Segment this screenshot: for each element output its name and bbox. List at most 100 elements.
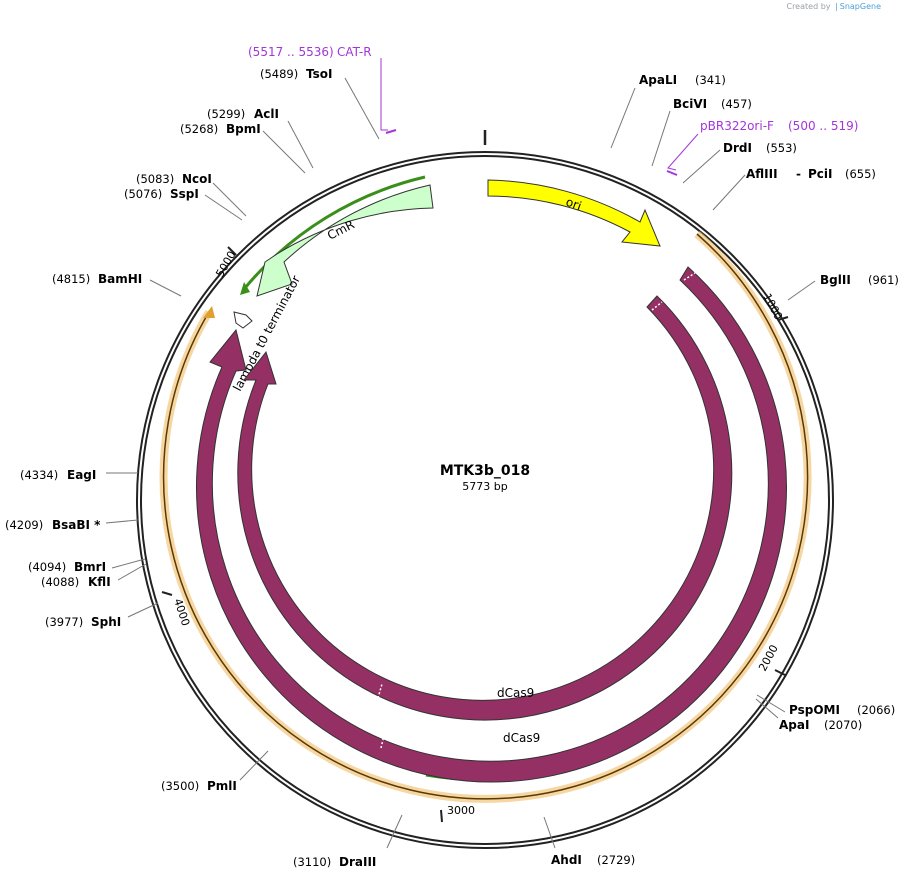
credit-brand: SnapGene [839, 2, 881, 11]
promoter-arrow-top [243, 175, 426, 289]
enzyme-afliii-pos: (655) [845, 167, 876, 181]
ori-feature [487, 179, 661, 247]
tick-1000-mark [777, 316, 789, 321]
snapgene-credit: Created by ❘SnapGene [786, 2, 881, 11]
terminator-feature [233, 311, 253, 329]
leader-apali [610, 87, 636, 149]
tick-3000-mark [440, 809, 443, 823]
primer-cat-r-mark [385, 129, 397, 134]
enzyme-pmli-pos: (3500) [161, 779, 199, 793]
enzyme-bmri-pos: (4094) [28, 560, 66, 574]
tick-2000-mark [774, 669, 786, 676]
dcas9-inner-label: dCas9 [497, 686, 534, 700]
enzyme-sspi-name: SspI [170, 187, 199, 201]
enzyme-ncoi-name: NcoI [182, 172, 212, 186]
primer-pbr322ori-f: pBR322ori-F (500 .. 519) [666, 119, 858, 176]
enzyme-tsoi-pos: (5489) [260, 67, 298, 81]
leader-bcivi [651, 110, 671, 167]
leader-bglii [787, 280, 816, 301]
orf-line [162, 233, 809, 800]
leader-acli [287, 120, 314, 169]
primer-pbr322ori-f-name: pBR322ori-F [700, 119, 774, 133]
leader-bpmi [262, 130, 306, 174]
enzyme-ahdi-name: AhdI [551, 853, 582, 867]
enzyme-kfli-name: KflI [88, 575, 111, 589]
tick-5000-mark [227, 246, 237, 256]
enzyme-ahdi-pos: (2729) [597, 853, 635, 867]
dcas9-outer-label: dCas9 [503, 731, 540, 745]
enzyme-dash: - [796, 167, 801, 181]
enzyme-kfli-pos: (4088) [41, 575, 79, 589]
enzyme-bsabi-name: BsaBI * [52, 518, 101, 532]
enzyme-draiii-name: DraIII [339, 855, 376, 869]
enzyme-acli-pos: (5299) [207, 107, 245, 121]
promoter-arrow-top-head [240, 282, 250, 295]
leader-drdi [682, 149, 721, 184]
enzyme-bamhi-name: BamHI [98, 272, 142, 286]
backbone-outer [136, 151, 834, 849]
enzyme-acli-name: AclI [254, 107, 279, 121]
primer-pbr322ori-f-range: (500 .. 519) [788, 119, 858, 133]
leader-bmri [111, 558, 146, 569]
enzyme-leaders [105, 77, 816, 849]
enzyme-sphi-pos: (3977) [45, 615, 83, 629]
tick-4000-mark [161, 591, 173, 596]
leader-kfli [117, 563, 147, 581]
enzyme-apai-name: ApaI [779, 718, 809, 732]
enzyme-bcivi-pos: (457) [721, 97, 752, 111]
primer-pbr322ori-f-leader [667, 133, 699, 171]
enzyme-bpmi-name: BpmI [226, 122, 261, 136]
enzyme-bpmi-pos: (5268) [180, 122, 218, 136]
snapgene-logo: ❘ [833, 2, 840, 11]
enzyme-bsabi-pos: (4209) [5, 518, 43, 532]
leader-sspi [204, 194, 243, 221]
enzyme-bamhi-pos: (4815) [52, 272, 90, 286]
enzyme-sspi-pos: (5076) [124, 187, 162, 201]
enzyme-pspomi-name: PspOMI [789, 703, 840, 717]
leader-ncoi [212, 182, 247, 217]
primer-cat-r: (5517 .. 5536) CAT-R [248, 45, 397, 134]
dcas9-inner-break-2 [377, 683, 383, 699]
enzyme-apali-name: ApaLI [639, 73, 677, 87]
leader-pspomi [756, 694, 786, 713]
enzyme-labels: (5489) TsoI (5299) AclI (5268) BpmI (508… [5, 67, 899, 869]
plasmid-name: MTK3b_018 [440, 463, 530, 479]
primer-cat-r-range: (5517 .. 5536) [248, 45, 334, 59]
backbone-inner [140, 155, 830, 845]
enzyme-bglii-pos: (961) [868, 273, 899, 287]
leader-bamhi [149, 279, 182, 297]
primer-cat-r-name: CAT-R [337, 45, 372, 59]
cmr-label: CmR [325, 217, 357, 242]
enzyme-pspomi-pos: (2066) [857, 703, 895, 717]
enzyme-drdi-pos: (553) [766, 141, 797, 155]
dcas9-inner-feature [237, 295, 733, 721]
enzyme-apali-pos: (341) [695, 73, 726, 87]
leader-tsoi [344, 77, 380, 140]
enzyme-ncoi-pos: (5083) [136, 172, 174, 186]
primer-pbr322ori-f-mark [666, 170, 678, 176]
credit-prefix: Created by [786, 2, 831, 11]
cmr-feature [256, 184, 434, 297]
tick-3000-label: 3000 [447, 804, 475, 817]
plasmid-length: 5773 bp [462, 480, 507, 493]
primer-cat-r-leader [380, 58, 388, 131]
enzyme-sphi-name: SphI [91, 615, 121, 629]
enzyme-draiii-pos: (3110) [293, 855, 331, 869]
enzyme-apai-pos: (2070) [824, 718, 862, 732]
leader-pmli [239, 750, 269, 781]
enzyme-bglii-name: BglII [820, 273, 851, 287]
enzyme-afliii-name: AflIII [746, 167, 778, 181]
enzyme-bmri-name: BmrI [74, 560, 106, 574]
enzyme-eagi-pos: (4334) [20, 468, 58, 482]
enzyme-pcii-name: PciI [808, 167, 833, 181]
enzyme-tsoi-name: TsoI [306, 67, 332, 81]
leader-apai [755, 698, 779, 719]
ori-label: ori [564, 195, 583, 213]
enzyme-eagi-name: EagI [67, 468, 96, 482]
leader-ahdi [543, 816, 556, 849]
enzyme-drdi-name: DrdI [723, 141, 752, 155]
leader-bsabi [105, 519, 139, 524]
orf-arrowhead [203, 306, 215, 318]
dcas9-outer-feature [196, 266, 787, 783]
